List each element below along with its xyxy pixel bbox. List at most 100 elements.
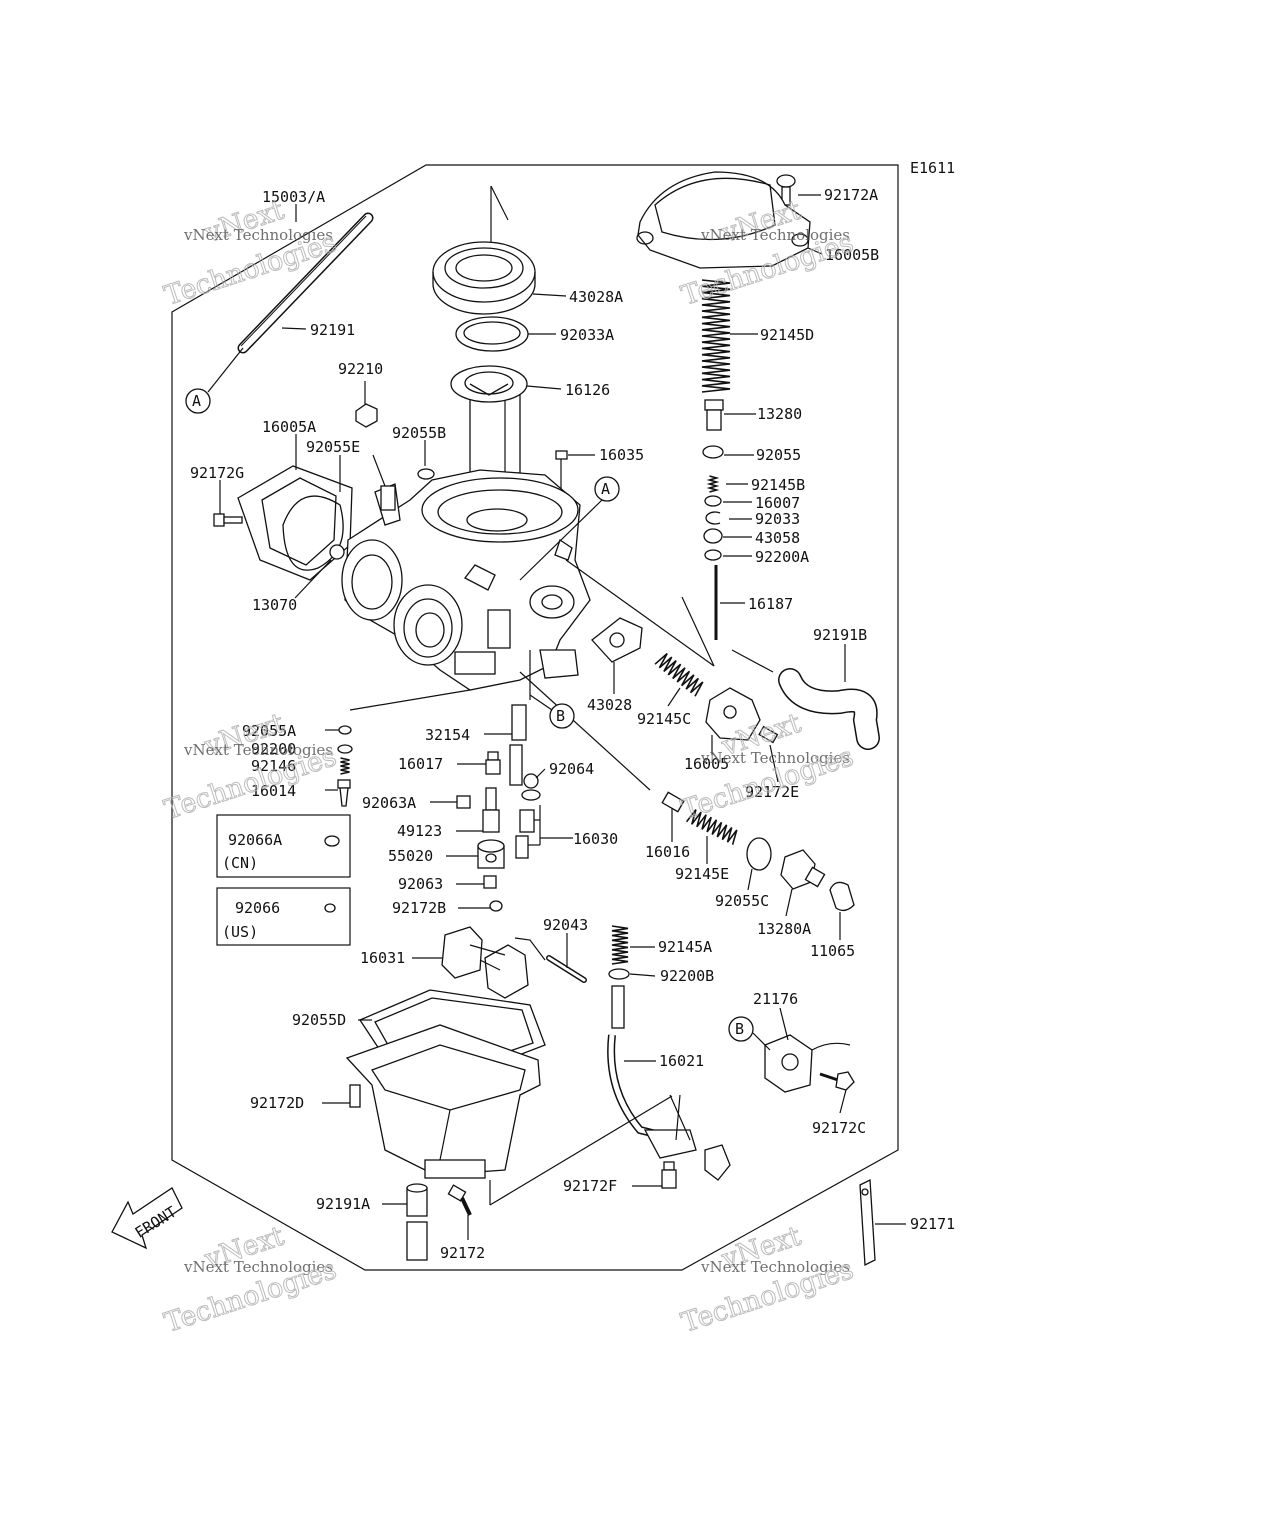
float-bowl	[345, 1024, 541, 1179]
watermark-mid-right: vNext vNext Technologies Technologies	[677, 707, 858, 826]
label-16005a: 16005A	[262, 418, 316, 436]
figure-code: E1611	[910, 159, 955, 177]
label-13070: 13070	[252, 596, 297, 614]
label-92172g: 92172G	[190, 464, 244, 482]
leader-lines	[219, 194, 906, 1240]
label-13280: 13280	[757, 405, 802, 423]
label-92200b: 92200B	[660, 967, 714, 985]
label-92055d: 92055D	[292, 1011, 346, 1029]
screw-16014	[337, 779, 351, 807]
label-92055: 92055	[756, 446, 801, 464]
nut-92066a	[324, 835, 340, 847]
label-21176: 21176	[753, 990, 798, 1008]
washer-92200a	[704, 549, 722, 561]
callout-a-right: A	[519, 476, 620, 581]
svg-text:vNext Technologies: vNext Technologies	[183, 1258, 333, 1276]
label-92033: 92033	[755, 510, 800, 528]
label-92055e: 92055E	[306, 438, 360, 456]
svg-text:B: B	[735, 1020, 744, 1038]
label-43028a: 43028A	[569, 288, 623, 306]
label-16014: 16014	[251, 782, 296, 800]
cover-16005a	[237, 465, 353, 581]
label-92191: 92191	[310, 321, 355, 339]
watermark-bottom-left: vNext vNext Technologies Technologies	[160, 1220, 341, 1339]
tube-32154	[511, 704, 527, 741]
label-92200: 92200	[251, 740, 296, 758]
diaphragm-43028a	[432, 241, 536, 315]
oring-92055a	[338, 725, 352, 735]
plug-13070	[329, 544, 345, 560]
holder-13280	[704, 399, 724, 431]
screw-16021	[607, 985, 731, 1181]
callout-b-right: B	[728, 1016, 771, 1051]
watermarks: vNext vNext Technologies Technologies vN…	[160, 194, 858, 1339]
label-92063: 92063	[398, 875, 443, 893]
jet-92063a	[456, 795, 471, 809]
label-16030: 16030	[573, 830, 618, 848]
oring-92055b	[417, 468, 435, 480]
label-16005b: 16005B	[825, 246, 879, 264]
washer-92200b	[608, 968, 630, 980]
screw-92172c	[819, 1071, 855, 1091]
label-16031: 16031	[360, 949, 405, 967]
spring-92145d	[701, 279, 731, 393]
screw-92172f	[661, 1161, 677, 1189]
label-92191a: 92191A	[316, 1195, 370, 1213]
gasket-43028	[591, 617, 643, 663]
screw-92172b	[489, 900, 503, 912]
label-16007: 16007	[755, 494, 800, 512]
label-32154: 32154	[425, 726, 470, 744]
clamp-92171	[859, 1178, 876, 1267]
holder-55020	[477, 839, 505, 869]
jet-16017	[485, 751, 501, 775]
nut-92066	[324, 903, 336, 913]
callout-b-mid: B	[529, 694, 575, 729]
label-92055b: 92055B	[392, 424, 446, 442]
region-box-us	[216, 887, 351, 946]
front-arrow-icon: FRONT	[111, 1187, 183, 1250]
svg-text:vNext Technologies: vNext Technologies	[183, 741, 333, 759]
label-region-us: (US)	[222, 923, 258, 941]
ring-92033a	[455, 316, 529, 352]
label-15003a: 15003/A	[262, 188, 325, 206]
label-13280a: 13280A	[757, 920, 811, 938]
housing-16005	[705, 687, 761, 741]
label-92171: 92171	[910, 1215, 955, 1233]
label-16021: 16021	[659, 1052, 704, 1070]
callout-a-left: A	[185, 388, 211, 414]
plunger-16016	[661, 791, 685, 813]
region-box-cn	[216, 814, 351, 878]
watermark-top-left: vNext vNext Technologies Technologies	[160, 194, 341, 312]
carburetor-body	[341, 469, 591, 691]
label-55020: 55020	[388, 847, 433, 865]
parts-group-outline	[171, 164, 899, 1271]
label-92200a: 92200A	[755, 548, 809, 566]
label-92172d: 92172D	[250, 1094, 304, 1112]
svg-text:vNext Technologies: vNext Technologies	[183, 226, 333, 244]
label-92145b: 92145B	[751, 476, 805, 494]
hose-92191b	[778, 668, 880, 750]
label-92191b: 92191B	[813, 626, 867, 644]
oring-92064	[521, 773, 541, 801]
spring-92146	[340, 757, 350, 775]
label-92145c: 92145C	[637, 710, 691, 728]
label-92172f: 92172F	[563, 1177, 617, 1195]
rod-92191	[207, 212, 374, 393]
clip-92033	[705, 511, 721, 525]
needle-jet	[509, 744, 523, 786]
screw-16035	[555, 450, 568, 460]
nut-92210	[355, 403, 378, 428]
label-92055a: 92055A	[242, 722, 296, 740]
label-92033a: 92033A	[560, 326, 614, 344]
jets-16030	[515, 805, 573, 859]
label-92210: 92210	[338, 360, 383, 378]
tube-92191a	[406, 1183, 428, 1261]
svg-text:vNext Technologies: vNext Technologies	[700, 1258, 850, 1276]
part-shapes	[207, 171, 880, 1267]
label-16017: 16017	[398, 755, 443, 773]
label-92064: 92064	[549, 760, 594, 778]
slide-16126	[450, 365, 528, 474]
spacer-43058	[703, 528, 723, 544]
screw-92172e	[758, 725, 779, 744]
